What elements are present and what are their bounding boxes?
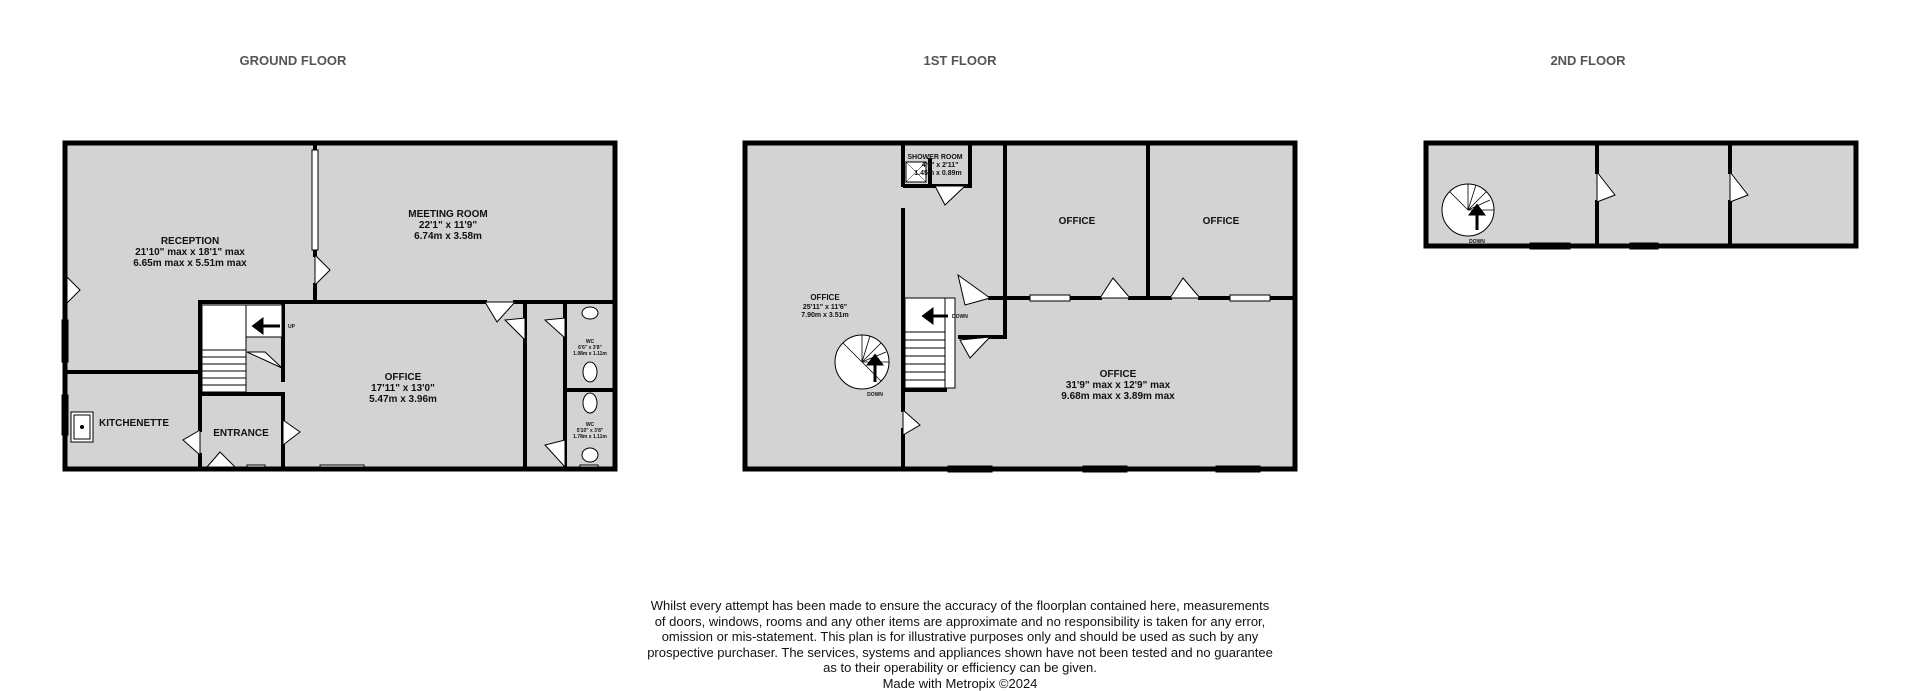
kitchenette-label: KITCHENETTE [99,418,169,429]
shower-room-metric: 1.45m x 0.89m [914,170,961,177]
shower-room-label: SHOWER ROOM [907,154,962,161]
first-office-left-label: OFFICE [810,293,840,302]
first-office-big-imperial: 31'9" max x 12'9" max [1066,380,1171,391]
ground-office-imperial: 17'11" x 13'0" [371,383,435,394]
first-office-big-metric: 9.68m max x 3.89m max [1061,391,1175,402]
ground-floor-title: GROUND FLOOR [240,53,347,68]
first-spiral-down-label: DOWN [867,392,883,398]
meeting-room-metric: 6.74m x 3.58m [414,231,482,242]
first-floor-title: 1ST FLOOR [924,53,998,68]
disclaimer-line: prospective purchaser. The services, sys… [600,645,1320,661]
second-floor-plan: DOWN [1426,143,1856,249]
first-office-left-metric: 7.90m x 3.51m [801,312,848,319]
ground-office-metric: 5.47m x 3.96m [369,394,437,405]
first-office-b-label: OFFICE [1203,216,1240,227]
first-office-a-label: OFFICE [1059,216,1096,227]
first-floor-plan: DOWN DOWN OFFICE 25'11" x 11'6" 7.90m x … [745,143,1295,472]
disclaimer-line: Whilst every attempt has been made to en… [600,598,1320,614]
disclaimer-line: omission or mis-statement. This plan is … [600,629,1320,645]
reception-label: RECEPTION [161,236,219,247]
shower-room-imperial: 4'9" x 2'11" [922,162,959,169]
disclaimer-line: of doors, windows, rooms and any other i… [600,614,1320,630]
first-office-left-imperial: 25'11" x 11'6" [803,304,847,311]
meeting-room-label: MEETING ROOM [408,209,487,220]
second-floor-title: 2ND FLOOR [1550,53,1626,68]
disclaimer-line: as to their operability or efficiency ca… [600,660,1320,676]
meeting-room-imperial: 22'1" x 11'9" [419,220,477,231]
wc1-metric: 1.98m x 1.11m [573,351,607,357]
ground-stair-up-label: UP [288,324,296,330]
reception-metric: 6.65m max x 5.51m max [133,258,247,269]
ground-office-label: OFFICE [385,372,422,383]
reception-imperial: 21'10" max x 18'1" max [135,247,245,258]
first-stair-down-label: DOWN [952,314,968,320]
disclaimer: Whilst every attempt has been made to en… [600,598,1320,691]
ground-floor-plan: UP RECEPTION 21'10" max x 18'1" max [62,143,615,471]
entrance-label: ENTRANCE [213,428,269,439]
wc2-metric: 1.78m x 1.11m [573,434,607,440]
first-office-big-label: OFFICE [1100,369,1137,380]
